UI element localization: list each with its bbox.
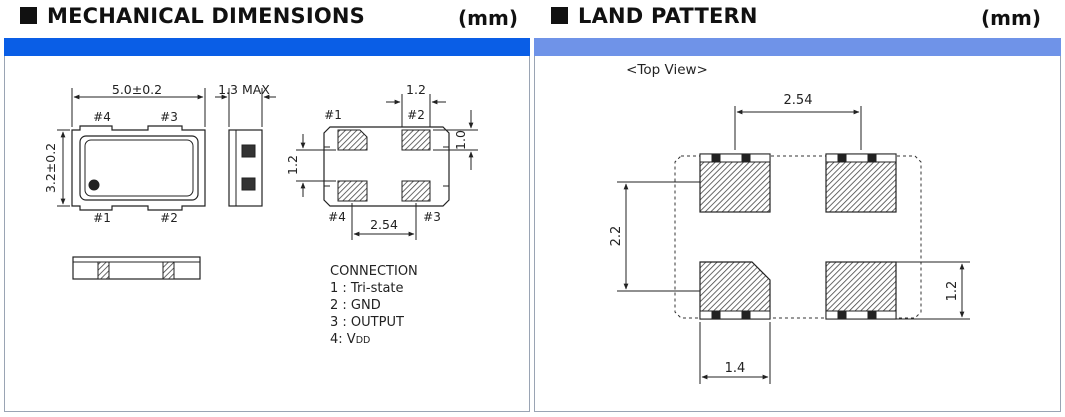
- right-accent-bar: [534, 38, 1061, 56]
- land-dimension-vspan: [617, 181, 700, 292]
- bottom-pin-label-1: #1: [324, 108, 342, 122]
- connection-list: CONNECTION 1 : Tri-state 2 : GND 3 : OUT…: [330, 264, 418, 347]
- land-pads: [699, 153, 897, 320]
- pad-height-label: 1.0: [453, 130, 468, 150]
- land-pad-width-label: 1.4: [725, 361, 746, 376]
- land-dimension-pitch: [734, 106, 862, 150]
- land-vspan-label: 2.2: [609, 226, 624, 247]
- mechanical-dimensions-header: MECHANICAL DIMENSIONS: [20, 4, 365, 34]
- pin-label-1: #1: [93, 211, 111, 225]
- connection-item-4-sub: DD: [356, 335, 371, 346]
- bottom-pin-label-2: #2: [407, 108, 425, 122]
- land-dimension-pad-height: [896, 261, 970, 320]
- dimension-height: [57, 129, 70, 207]
- dimension-pad-vspacing: [296, 134, 336, 197]
- width-label: 5.0±0.2: [112, 82, 162, 97]
- mechanical-dimensions-title: MECHANICAL DIMENSIONS: [47, 4, 365, 28]
- land-pattern-title: LAND PATTERN: [578, 4, 758, 28]
- bottom-pin-label-4: #4: [328, 210, 346, 224]
- pin-label-3: #3: [160, 110, 178, 124]
- package-side-view: [228, 129, 263, 207]
- connection-item-1: 1 : Tri-state: [330, 281, 404, 296]
- land-pattern-panel: [534, 56, 1061, 412]
- black-square-icon: [551, 7, 568, 24]
- dimension-pad-height: [433, 110, 478, 170]
- land-pad-height-label: 1.2: [945, 281, 960, 302]
- thickness-label: 1.3 MAX: [218, 82, 270, 97]
- mechanical-panel: [4, 56, 530, 412]
- package-bottom-view: [323, 126, 450, 207]
- connection-title: CONNECTION: [330, 264, 418, 279]
- land-outline: [674, 155, 922, 319]
- connection-item-3: 3 : OUTPUT: [330, 315, 404, 330]
- package-top-view: [71, 125, 206, 211]
- connection-item-4-prefix: 4: V: [330, 332, 356, 347]
- pad-pitch-label: 2.54: [370, 217, 398, 232]
- black-square-icon: [20, 7, 37, 24]
- pad-width-label: 1.2: [406, 82, 426, 97]
- pin-label-4: #4: [93, 110, 111, 124]
- left-accent-bar: [4, 38, 530, 56]
- top-view-label: <Top View>: [626, 62, 708, 78]
- pad-vspacing-label: 1.2: [285, 155, 300, 175]
- land-pitch-label: 2.54: [784, 93, 813, 108]
- land-pattern-header: LAND PATTERN: [551, 4, 758, 34]
- dimension-thickness: [215, 88, 276, 127]
- dimension-width: [71, 88, 206, 127]
- land-pad-notches: [699, 153, 897, 320]
- land-dimension-pad-width: [699, 322, 771, 384]
- package-front-view: [72, 256, 201, 280]
- dimension-pad-pitch: [351, 203, 417, 240]
- land-unit-label: (mm): [981, 6, 1041, 30]
- mechanical-unit-label: (mm): [458, 6, 518, 30]
- dimension-pad-width: [386, 94, 446, 127]
- bottom-pin-label-3: #3: [423, 210, 441, 224]
- connection-item-4: 4: VDD: [330, 332, 370, 347]
- pin-label-2: #2: [160, 211, 178, 225]
- height-label: 3.2±0.2: [43, 143, 58, 193]
- connection-item-2: 2 : GND: [330, 298, 381, 313]
